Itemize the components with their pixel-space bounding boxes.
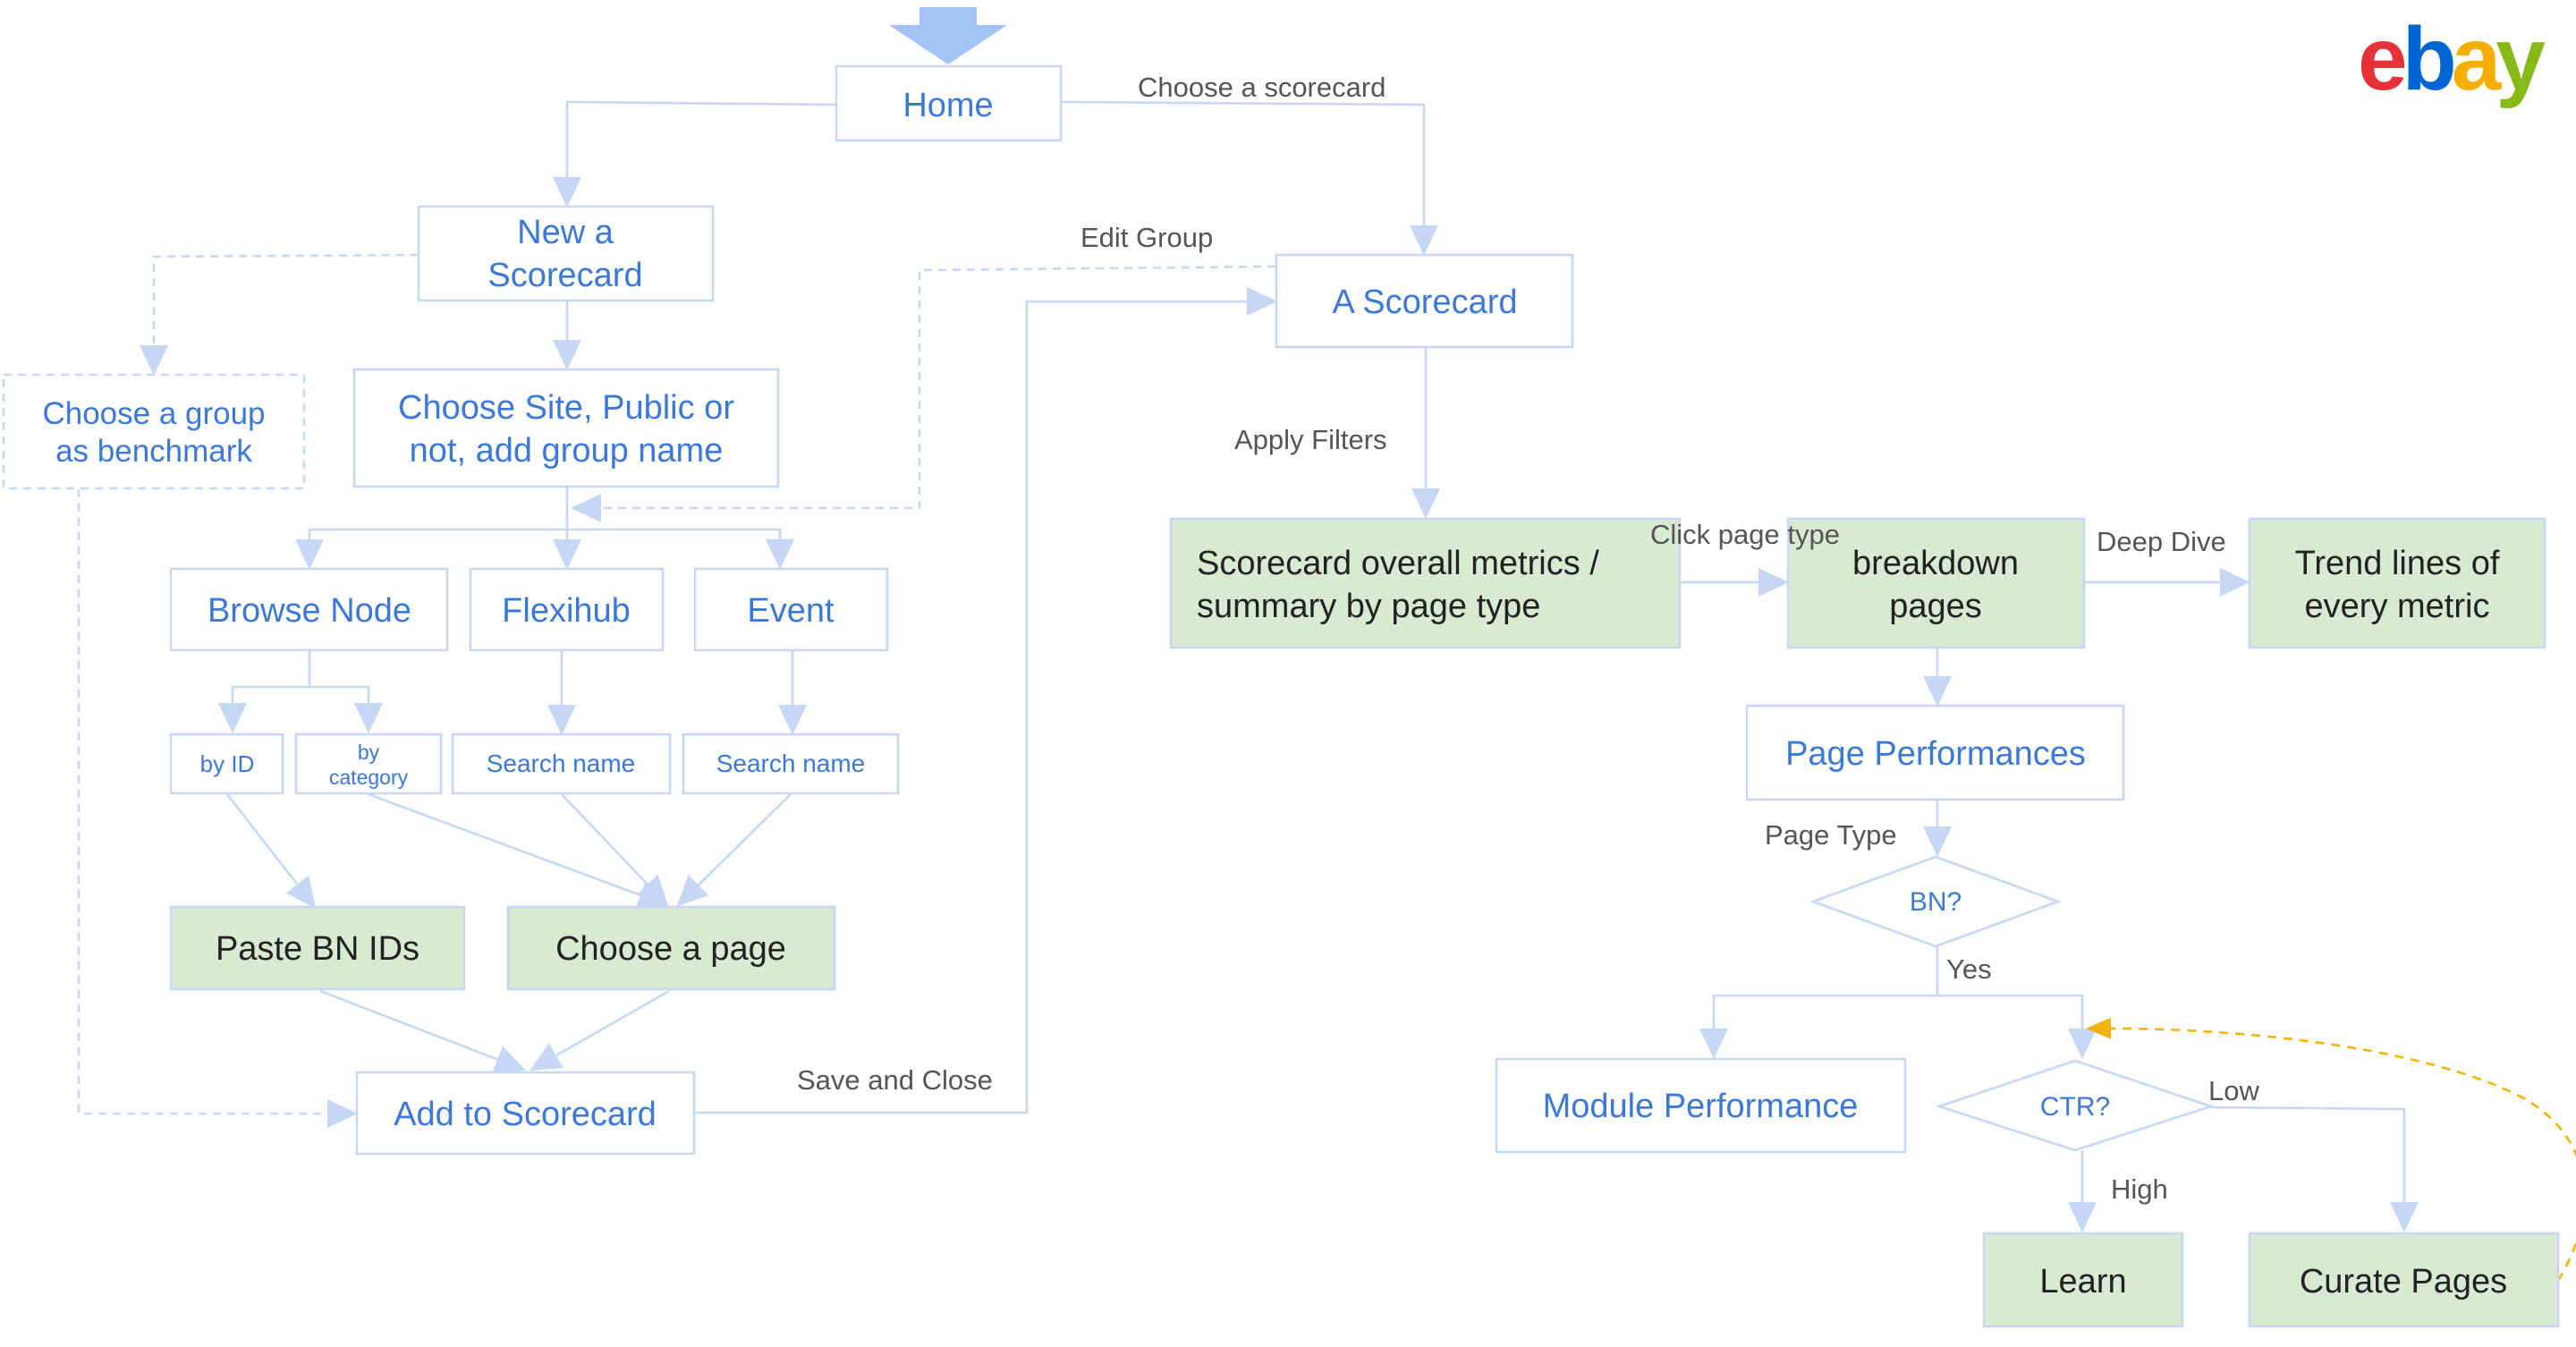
by-id-node[interactable]: by ID <box>169 733 284 795</box>
logo-letter-y: y <box>2496 9 2546 109</box>
add-to-scorecard-node[interactable]: Add to Scorecard <box>355 1071 696 1156</box>
edge-labels: Choose a scorecard Edit Group Apply Filt… <box>797 72 2259 1205</box>
logo-letter-a: a <box>2452 9 2503 109</box>
flexihub-node[interactable]: Flexihub <box>469 567 665 652</box>
svg-text:ebay: ebay <box>2358 9 2546 109</box>
event-label: Event <box>747 592 835 630</box>
logo-letter-e: e <box>2358 9 2405 109</box>
ebay-logo: ebay <box>2358 9 2551 109</box>
edge-label-apply-filters: Apply Filters <box>1234 424 1387 455</box>
edge-label-page-type: Page Type <box>1765 819 1897 851</box>
edge-label-edit-group: Edit Group <box>1080 222 1213 253</box>
bn-decision-node[interactable]: BN? <box>1809 855 2062 948</box>
edge-label-yes: Yes <box>1946 953 1992 985</box>
edge-label-low: Low <box>2208 1075 2259 1106</box>
curate-pages-node[interactable]: Curate Pages <box>2248 1232 2560 1328</box>
choose-group-label-line2: as benchmark <box>55 434 252 469</box>
module-performance-label: Module Performance <box>1543 1088 1859 1125</box>
by-id-label: by ID <box>200 750 255 777</box>
choose-group-label-line1: Choose a group <box>42 396 265 431</box>
choose-site-label-line1: Choose Site, Public or <box>398 389 734 427</box>
bn-decision-label: BN? <box>1910 887 1962 917</box>
learn-node[interactable]: Learn <box>1982 1232 2184 1328</box>
entry-arrow-icon <box>889 7 1007 64</box>
by-category-label-line1: by <box>358 741 380 764</box>
overall-metrics-label-line2: summary by page type <box>1197 588 1540 625</box>
search-name-event-node[interactable]: Search name <box>682 733 900 795</box>
by-category-node[interactable]: by category <box>294 733 443 795</box>
overall-metrics-node[interactable]: Scorecard overall metrics / summary by p… <box>1169 517 1682 649</box>
breakdown-pages-label-line2: pages <box>1889 588 1982 625</box>
by-category-label-line2: category <box>329 766 409 789</box>
home-label: Home <box>902 87 993 124</box>
edge-label-save-and-close: Save and Close <box>797 1064 993 1096</box>
module-performance-node[interactable]: Module Performance <box>1495 1057 1907 1154</box>
search-name-flexihub-node[interactable]: Search name <box>451 733 672 795</box>
edge-label-choose-a-scorecard: Choose a scorecard <box>1138 72 1385 103</box>
edge-label-high: High <box>2111 1173 2168 1205</box>
trend-lines-node[interactable]: Trend lines of every metric <box>2248 517 2546 649</box>
choose-page-label: Choose a page <box>555 930 786 968</box>
edge-label-click-page-type: Click page type <box>1650 519 1840 550</box>
connectors <box>77 100 2576 1282</box>
overall-metrics-label-line1: Scorecard overall metrics / <box>1197 545 1599 582</box>
trend-lines-label-line2: every metric <box>2305 588 2490 625</box>
choose-group-node[interactable]: Choose a group as benchmark <box>2 373 306 490</box>
edge-label-deep-dive: Deep Dive <box>2097 526 2226 557</box>
choose-site-label-line2: not, add group name <box>410 432 724 470</box>
page-performances-label: Page Performances <box>1785 735 2086 773</box>
breakdown-pages-node[interactable]: breakdown pages <box>1786 517 2086 649</box>
curate-pages-label: Curate Pages <box>2300 1263 2507 1300</box>
logo-letter-b: b <box>2402 9 2453 109</box>
search-name-event-label: Search name <box>716 750 866 777</box>
new-scorecard-label-line2: Scorecard <box>487 257 642 294</box>
choose-site-node[interactable]: Choose Site, Public or not, add group na… <box>352 368 780 488</box>
choose-page-node[interactable]: Choose a page <box>506 905 836 991</box>
a-scorecard-node[interactable]: A Scorecard <box>1275 253 1574 349</box>
browse-node-node[interactable]: Browse Node <box>169 567 449 652</box>
event-node[interactable]: Event <box>693 567 889 652</box>
new-scorecard-label-line1: New a <box>517 214 614 251</box>
home-node[interactable]: Home <box>835 64 1063 142</box>
paste-bn-ids-node[interactable]: Paste BN IDs <box>169 905 466 991</box>
ctr-decision-node[interactable]: CTR? <box>1935 1059 2216 1152</box>
trend-lines-label-line1: Trend lines of <box>2295 545 2500 582</box>
learn-label: Learn <box>2039 1263 2126 1300</box>
page-performances-node[interactable]: Page Performances <box>1745 704 2125 801</box>
ctr-decision-label: CTR? <box>2040 1092 2110 1122</box>
browse-node-label: Browse Node <box>208 592 411 630</box>
flexihub-label: Flexihub <box>502 592 631 630</box>
search-name-flexihub-label: Search name <box>487 750 636 777</box>
paste-bn-ids-label: Paste BN IDs <box>216 930 419 968</box>
new-scorecard-node[interactable]: New a Scorecard <box>417 205 715 302</box>
a-scorecard-label: A Scorecard <box>1333 284 1518 321</box>
breakdown-pages-label-line1: breakdown <box>1852 545 2019 582</box>
add-to-scorecard-label: Add to Scorecard <box>394 1096 657 1133</box>
